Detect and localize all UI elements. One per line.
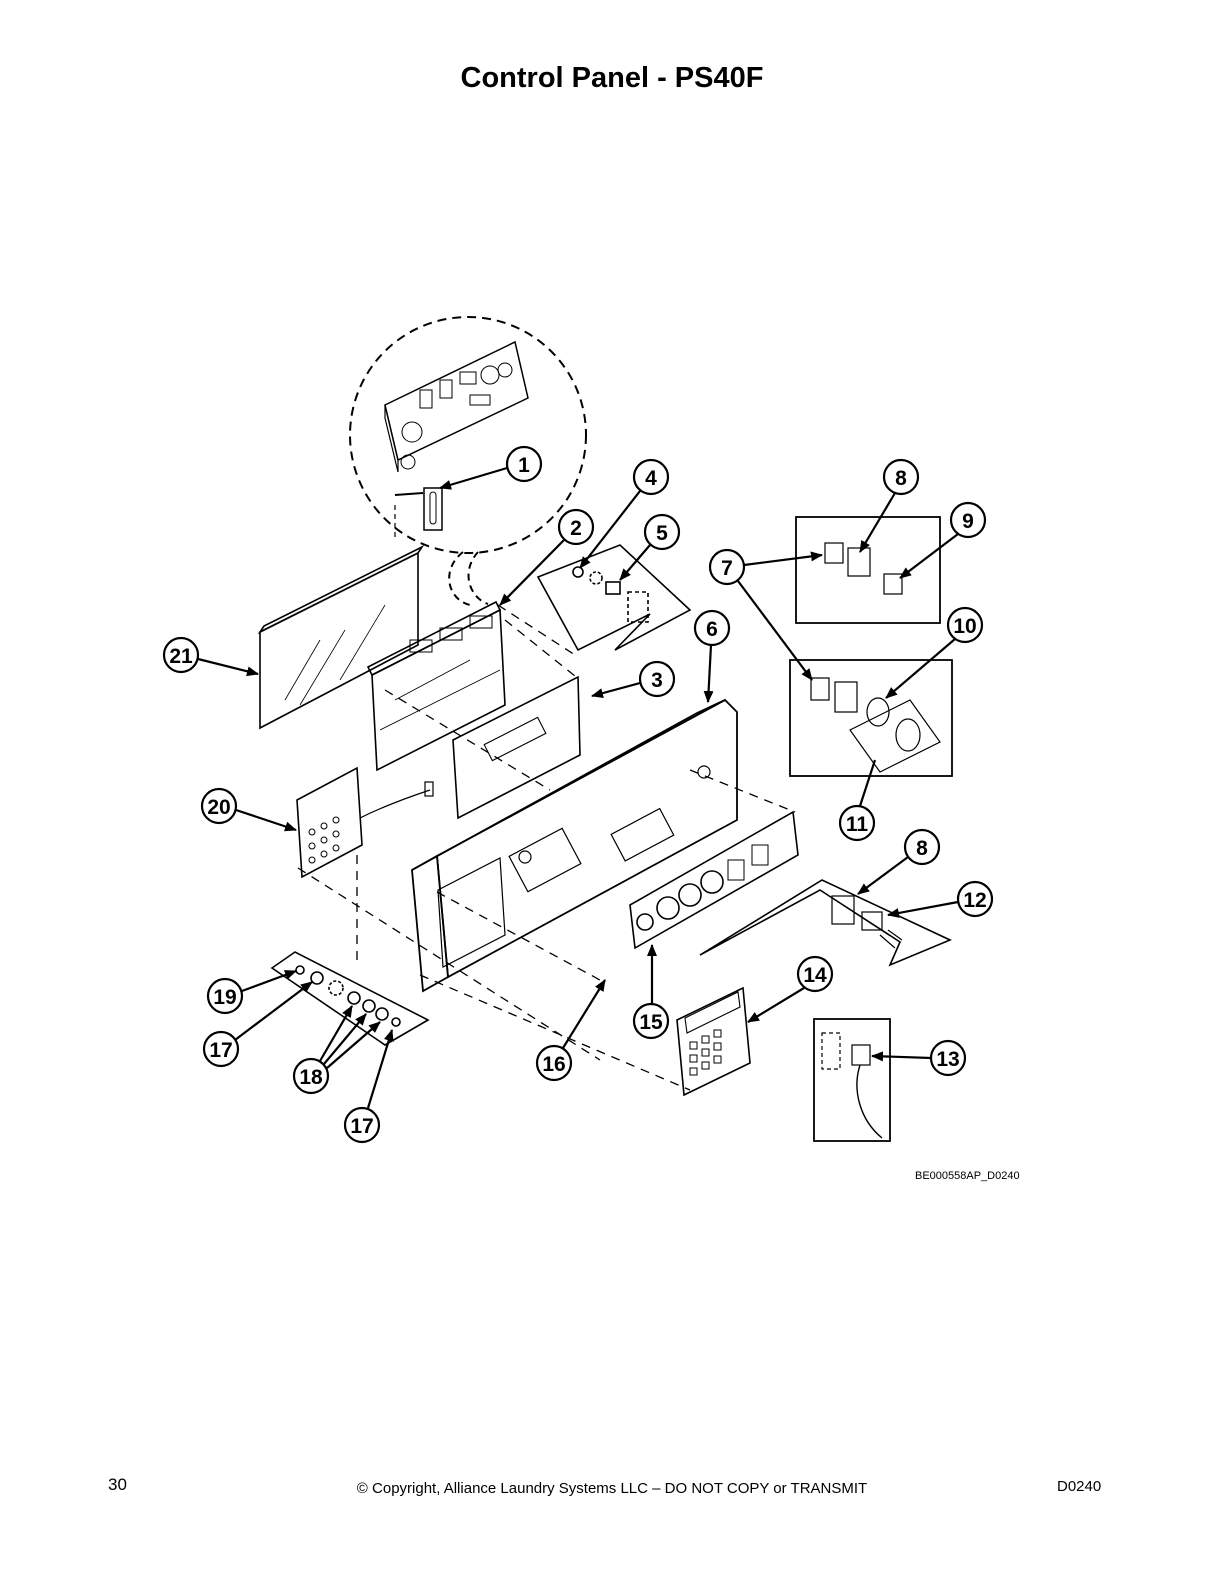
callout-9 [899, 501, 987, 579]
page-number: 30 [108, 1475, 127, 1494]
parts-4-5-hardware-inset [536, 544, 692, 652]
callout-5 [619, 513, 681, 581]
parts-17-18-19-hardware-strip [270, 951, 430, 1046]
document-code: D0240 [1057, 1478, 1102, 1495]
callout-label: 17 [350, 1115, 373, 1138]
callout-21 [162, 636, 259, 677]
callout-label: 17 [209, 1039, 232, 1062]
callout-12 [887, 880, 994, 918]
callout-label: 3 [651, 669, 663, 692]
callout-label: 18 [299, 1066, 323, 1089]
callout-20 [200, 787, 297, 832]
callout-label: 8 [895, 467, 907, 490]
callout-3 [591, 660, 676, 698]
callout-15 [632, 944, 670, 1040]
callout-18 [292, 1005, 381, 1095]
callout-16 [535, 979, 606, 1082]
part-15-label-panel [629, 810, 799, 950]
callout-19 [206, 969, 297, 1015]
callout-13 [871, 1039, 967, 1077]
callout-label: 7 [721, 557, 733, 580]
part-21-cover [257, 544, 425, 730]
part-14-keypad-overlay [676, 986, 751, 1097]
callout-8-top [859, 458, 920, 553]
callout-4 [579, 458, 670, 569]
callout-label: 6 [706, 618, 718, 641]
callout-14 [747, 955, 834, 1023]
callout-8-bottom [857, 828, 941, 895]
callout-label: 14 [803, 964, 827, 987]
callout-label: 13 [936, 1048, 959, 1071]
callout-label: 15 [639, 1011, 663, 1034]
callout-label: 11 [846, 813, 869, 836]
callout-label: 8 [916, 837, 928, 860]
figure-id: BE000558AP_D0240 [915, 1170, 1020, 1182]
callout-label: 19 [213, 986, 236, 1009]
callout-1 [439, 445, 543, 490]
callout-label: 1 [518, 454, 530, 477]
callout-2 [499, 508, 595, 606]
callout-17-lower [343, 1029, 394, 1144]
callout-label: 9 [962, 510, 974, 533]
callout-label: 16 [542, 1053, 565, 1076]
callout-label: 2 [570, 517, 582, 540]
copyright-notice: © Copyright, Alliance Laundry Systems LL… [356, 1480, 868, 1497]
callout-label: 12 [963, 889, 986, 912]
page-title: Control Panel - PS40F [460, 62, 764, 94]
board-detail-view [349, 316, 587, 606]
callout-label: 20 [207, 796, 230, 819]
callout-11 [838, 759, 877, 842]
callout-label: 5 [656, 522, 668, 545]
part-20-keypad-board [296, 766, 434, 879]
callout-7 [708, 548, 823, 681]
part-3-mounting-plate [452, 675, 581, 820]
callout-17-upper [202, 981, 313, 1068]
parts-7-10-11-estop-inset [789, 659, 953, 777]
callout-label: 10 [953, 615, 976, 638]
parts-7-8-9-selector-inset [795, 516, 941, 624]
callout-10 [885, 606, 984, 699]
callout-label: 4 [645, 467, 657, 490]
part-2-control-board [366, 600, 506, 772]
assembly-guide-lines [297, 604, 796, 1091]
part-6-control-frame [411, 698, 738, 993]
callout-label: 21 [169, 645, 193, 668]
callout-6 [693, 609, 731, 703]
parts-8-12-keyswitch [699, 879, 952, 967]
part-13-harness-inset [813, 1018, 891, 1142]
